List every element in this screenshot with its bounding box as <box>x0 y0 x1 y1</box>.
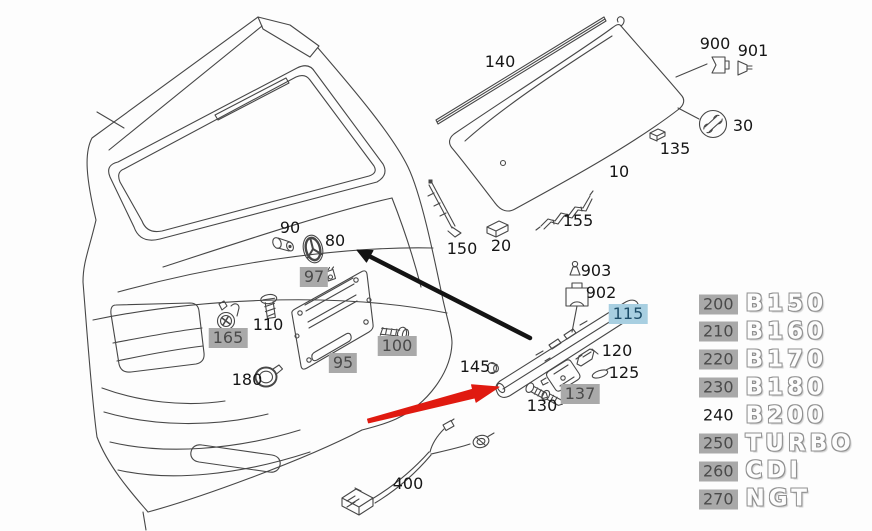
part-label-115[interactable]: 115 <box>608 304 648 324</box>
license-plate-bracket-95 <box>291 270 374 370</box>
part-label-80: 80 <box>324 231 346 250</box>
model-row-200: 200 B150 <box>699 290 828 317</box>
part-label-902: 902 <box>585 283 617 302</box>
seal-strip-icon-155 <box>535 190 594 231</box>
part-label-165[interactable]: 165 <box>208 328 248 348</box>
part-label-901: 901 <box>737 41 769 60</box>
part-label-180: 180 <box>231 370 263 389</box>
leader-line <box>675 63 708 120</box>
part-label-155: 155 <box>562 211 594 230</box>
model-emblem-NGT: NGT <box>745 485 811 512</box>
model-row-260: 260 CDI <box>699 457 803 484</box>
part-label-125: 125 <box>608 363 640 382</box>
car-rear-outline <box>82 16 453 531</box>
wiring-harness-icon-400 <box>341 418 495 516</box>
box-clip-icon-135 <box>649 128 666 142</box>
roof-strip-icon-140 <box>435 16 607 125</box>
part-label-900: 900 <box>699 34 731 53</box>
red-pointer-arrow <box>367 384 500 424</box>
grommet-icon-90 <box>272 237 294 252</box>
part-label-130: 130 <box>526 396 558 415</box>
model-row-230: 230 B180 <box>699 376 827 399</box>
leader-line <box>571 305 578 333</box>
part-label-150: 150 <box>446 239 478 258</box>
box-icon-20 <box>486 220 509 238</box>
bracket-icon-902 <box>565 282 589 333</box>
grommet-icon-145 <box>486 361 499 375</box>
model-row-240: 240 B200 <box>699 404 827 427</box>
part-label-120: 120 <box>601 341 633 360</box>
connector-icon-900 <box>711 56 730 74</box>
part-label-135: 135 <box>659 139 691 158</box>
model-code-230[interactable]: 230 <box>699 377 738 398</box>
model-code-200[interactable]: 200 <box>699 294 738 314</box>
model-row-220: 220 B170 <box>699 348 827 371</box>
part-label-903: 903 <box>580 261 612 280</box>
lens-icon-125 <box>591 366 612 379</box>
model-emblem-B160: B160 <box>745 318 828 345</box>
model-emblem-B170: B170 <box>745 346 828 373</box>
model-emblem-TURBO: TURBO <box>745 430 855 456</box>
antenna-line <box>96 111 125 129</box>
bumper-recess <box>190 444 281 473</box>
wrench-circle-icon-30 <box>698 109 728 139</box>
model-code-270[interactable]: 270 <box>699 489 738 510</box>
model-code-210[interactable]: 210 <box>699 321 738 342</box>
tailgate-lines <box>92 197 448 321</box>
black-pointer-arrow <box>356 249 533 341</box>
part-label-97[interactable]: 97 <box>299 267 329 287</box>
part-label-400: 400 <box>392 474 424 493</box>
model-code-220[interactable]: 220 <box>699 349 738 370</box>
ring-seal-icon-180 <box>254 364 284 388</box>
rear-window <box>108 65 386 241</box>
model-emblem-CDI: CDI <box>745 457 803 484</box>
part-label-110: 110 <box>252 315 284 334</box>
model-emblem-B200: B200 <box>745 402 828 429</box>
part-label-20: 20 <box>490 236 512 255</box>
switch-housing-icon-137 <box>540 354 583 392</box>
pin-icon-903 <box>569 260 581 276</box>
model-row-250: 250 TURBO <box>699 432 855 455</box>
third-brake-light <box>214 77 290 121</box>
part-label-10: 10 <box>608 162 630 181</box>
part-label-90: 90 <box>279 218 301 237</box>
part-label-145: 145 <box>459 357 491 376</box>
model-code-250[interactable]: 250 <box>699 433 738 454</box>
model-row-270: 270 NGT <box>699 485 811 512</box>
model-code-260[interactable]: 260 <box>699 461 738 482</box>
roof-spoiler <box>257 16 320 58</box>
part-label-140: 140 <box>484 52 516 71</box>
rail-icon-150 <box>427 179 462 238</box>
lock-cylinder-icon-165 <box>216 300 240 331</box>
part-label-30: 30 <box>732 116 754 135</box>
screw-icon-110 <box>260 293 278 320</box>
bumper <box>101 387 311 477</box>
model-emblem-B150: B150 <box>745 290 828 317</box>
screws-icon-130 <box>525 382 564 406</box>
model-code-240: 240 <box>703 405 734 425</box>
part-label-100[interactable]: 100 <box>377 336 417 356</box>
tail-lamp <box>110 302 205 373</box>
connector-icon-901 <box>737 60 753 76</box>
part-label-137[interactable]: 137 <box>560 384 600 404</box>
model-emblem-B180: B180 <box>745 374 828 401</box>
clip-icon-120 <box>576 348 599 367</box>
rear-glass-icon-10 <box>449 16 708 212</box>
model-row-210: 210 B160 <box>699 320 827 343</box>
part-label-95[interactable]: 95 <box>328 353 358 373</box>
star-emblem-icon-80 <box>302 234 324 264</box>
